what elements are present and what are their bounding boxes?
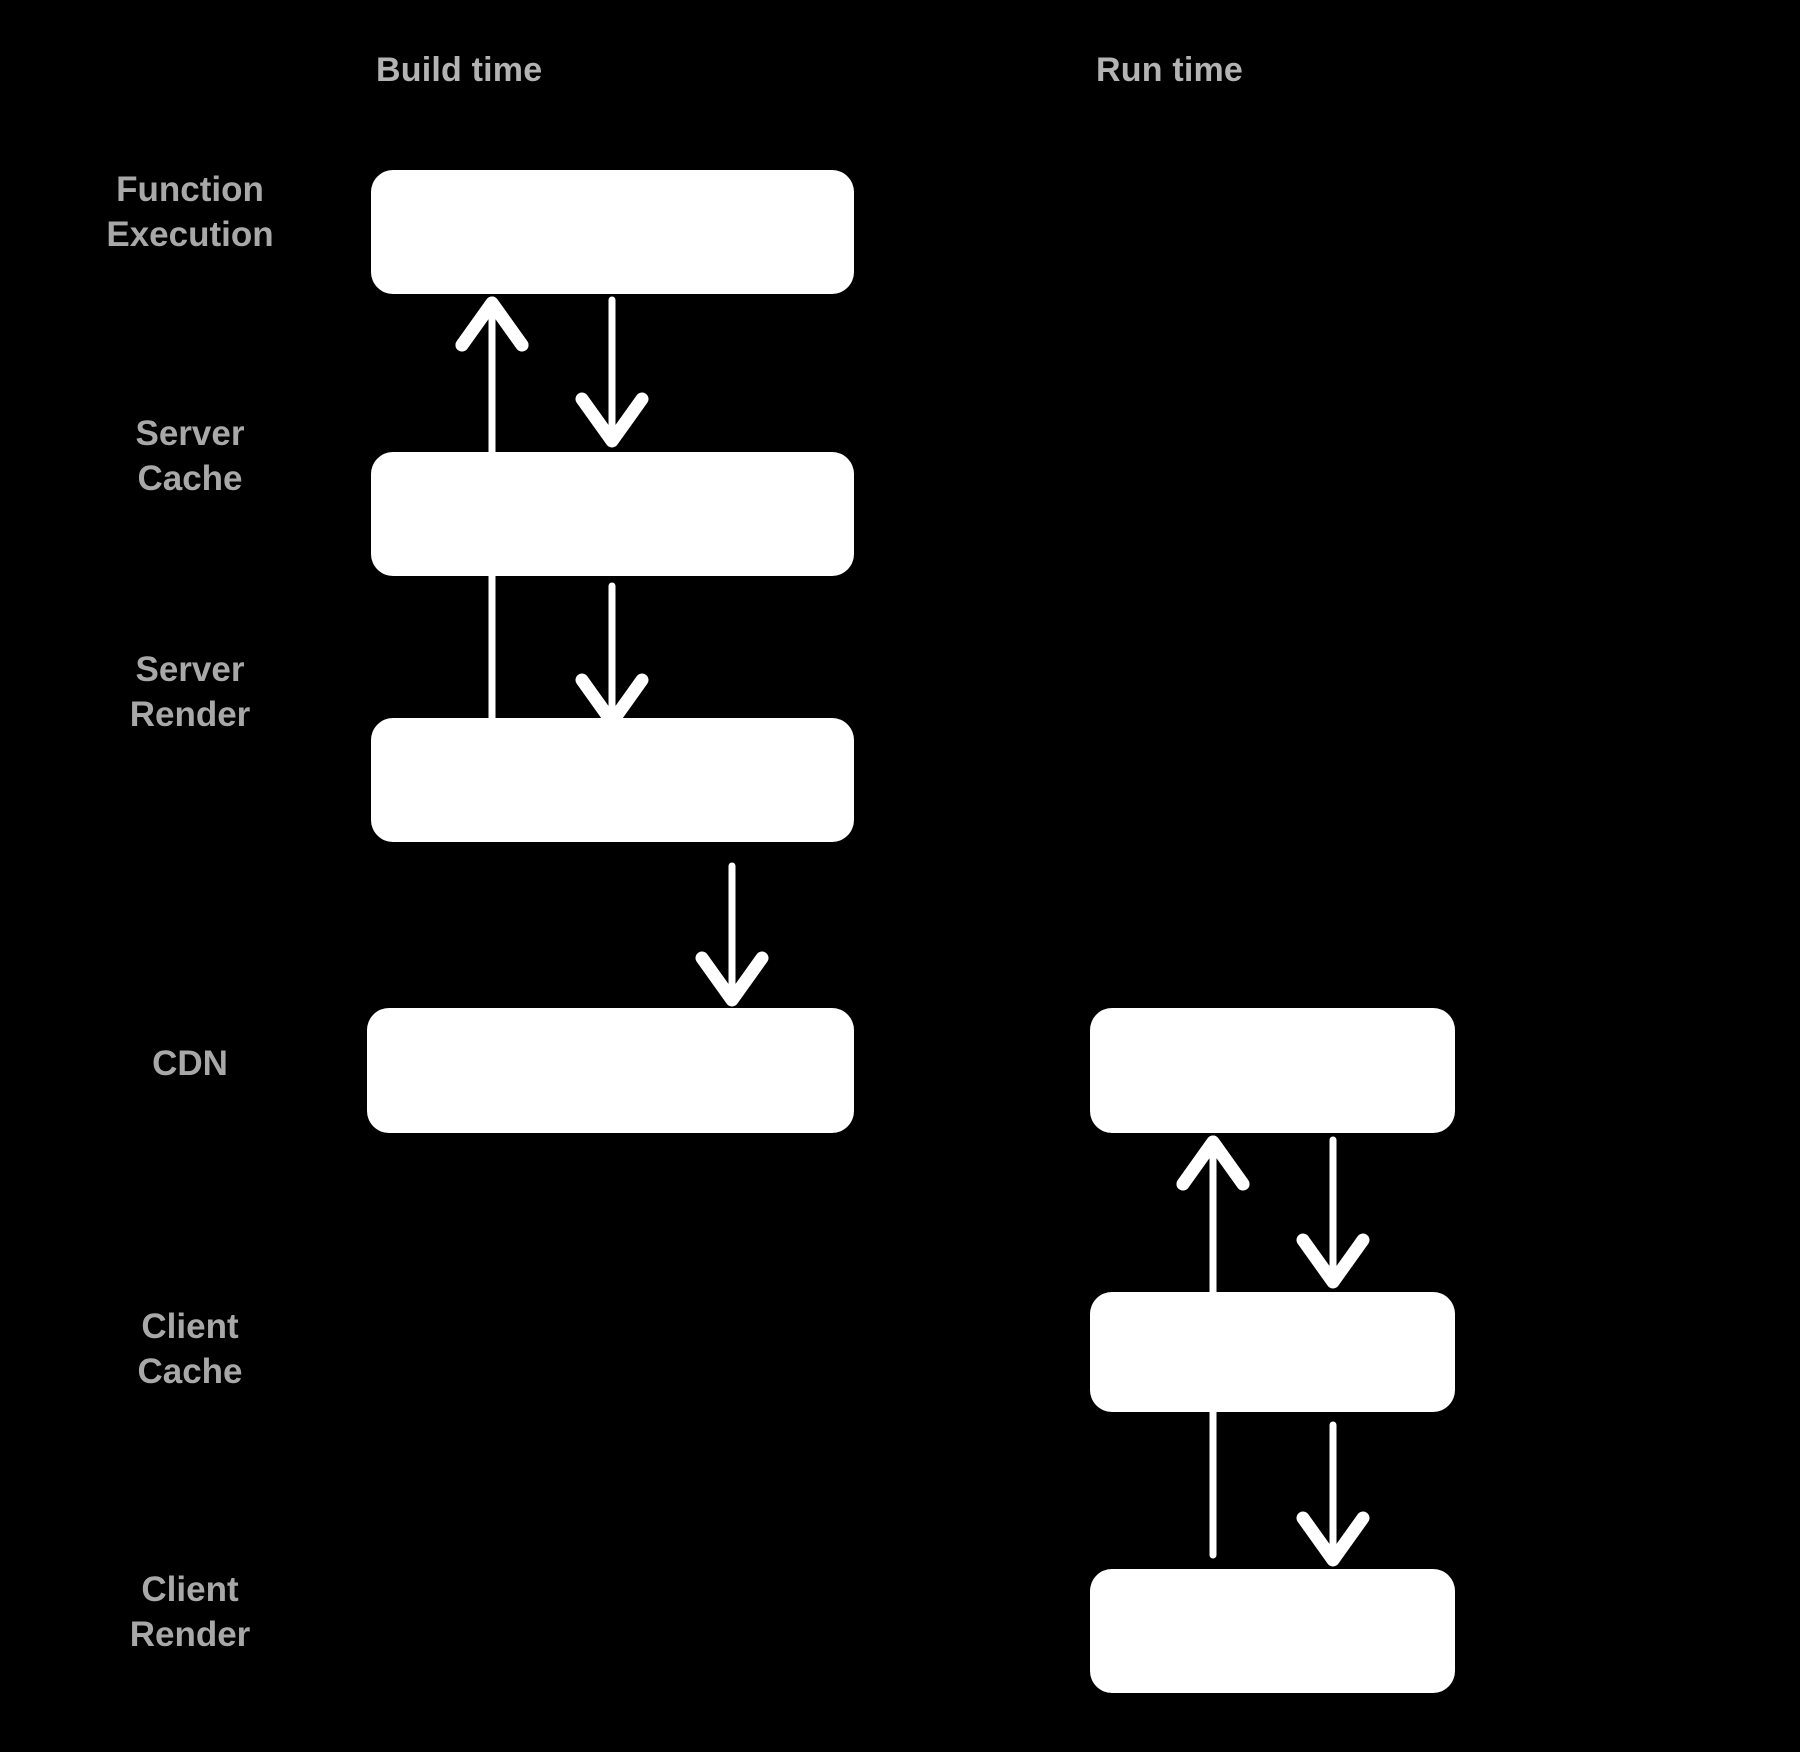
row-label-client-render: Client Render	[129, 1570, 251, 1654]
row-label-client-cache: Client Cache	[137, 1307, 243, 1391]
row-label-cdn: CDN	[152, 1044, 228, 1083]
arrow-function-execution-to-server-cache	[575, 296, 649, 448]
node-run-cdn[interactable]	[1090, 1008, 1455, 1133]
arrow-client-cache-to-client-render	[1296, 1421, 1370, 1567]
row-label-server-cache: Server Cache	[135, 414, 245, 498]
arrow-server-cache-to-server-render	[575, 582, 649, 729]
arrow-server-cache-to-function-execution	[455, 296, 529, 456]
node-run-client-cache[interactable]	[1090, 1292, 1455, 1412]
node-build-cdn[interactable]	[367, 1008, 854, 1133]
node-run-client-render[interactable]	[1090, 1569, 1455, 1693]
arrow-client-cache-to-cdn	[1176, 1135, 1250, 1296]
column-header-run-time: Run time	[1096, 51, 1244, 89]
row-label-server-render: Server Render	[129, 650, 251, 734]
row-label-function-execution: Function Execution	[106, 170, 274, 254]
node-build-function-execution[interactable]	[371, 170, 854, 294]
column-header-build-time: Build time	[376, 51, 543, 89]
arrow-cdn-to-client-cache	[1296, 1136, 1370, 1289]
node-build-server-cache[interactable]	[371, 452, 854, 576]
node-build-server-render[interactable]	[371, 718, 854, 842]
arrow-server-render-to-cdn	[695, 862, 769, 1007]
